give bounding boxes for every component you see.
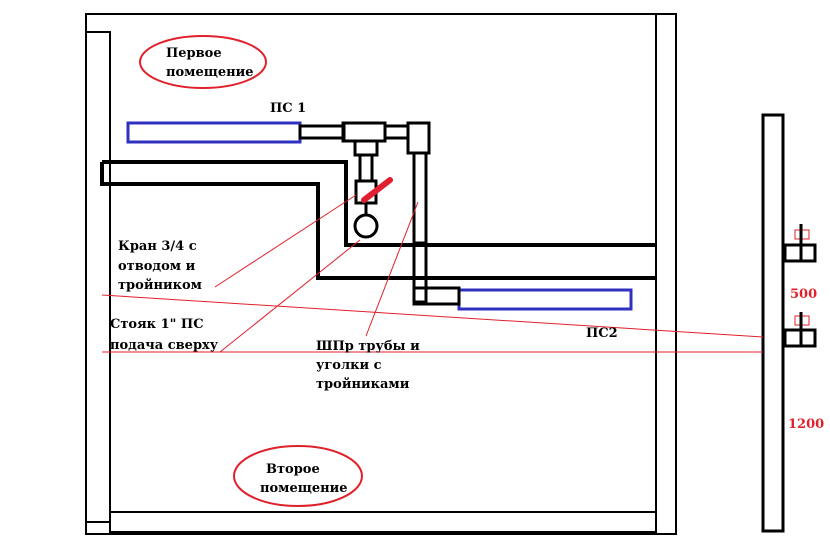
side-wall — [761, 113, 785, 533]
room1-label-line1: Первое — [166, 46, 222, 61]
valve-label-line3: тройником — [118, 278, 202, 293]
room1-label-line2: помещение — [166, 65, 254, 80]
valve-stub — [353, 139, 379, 157]
leader-valve-1 — [214, 194, 357, 288]
room2-label-line1: Второе — [266, 462, 320, 477]
riser-lower — [412, 276, 428, 304]
valve-outlet — [353, 213, 379, 239]
leader-riser — [219, 239, 361, 353]
valve-label-line2: отводом и — [118, 259, 196, 274]
slab-outline-lower — [100, 162, 656, 280]
tee-fitting — [341, 121, 387, 143]
outer-wall — [85, 13, 657, 535]
room-walls — [85, 13, 677, 535]
valve-neck — [358, 153, 374, 183]
right-wall — [655, 13, 677, 535]
leader-lines — [101, 194, 764, 353]
pipe-r1-stub — [298, 124, 346, 140]
elbow-top — [406, 121, 431, 155]
pipe-label-line1: ШПр трубы и — [316, 339, 420, 354]
pipe-to-riser — [383, 124, 410, 140]
pipe-label-line3: тройниками — [316, 377, 410, 392]
riser-through-slab — [412, 241, 428, 280]
elbow-bottom — [412, 286, 461, 306]
valve-handle — [361, 177, 393, 203]
riser-label-line1: Стояк 1" ПС — [110, 317, 204, 332]
room1-ellipse — [139, 35, 267, 89]
radiator-1 — [126, 121, 302, 144]
room2-ellipse — [233, 445, 363, 507]
dimension-upper: 500 — [790, 287, 817, 302]
radiator1-label: ПС 1 — [270, 101, 306, 116]
riser-pipe — [412, 151, 428, 245]
floor-slab — [109, 511, 657, 533]
left-wall-inner — [85, 31, 111, 523]
side-elevation — [761, 113, 817, 533]
radiator2-label: ПС2 — [586, 326, 618, 341]
leader-pipes — [365, 201, 419, 337]
slab-outline — [102, 160, 656, 247]
pipe-label-line2: уголки с — [316, 358, 382, 373]
riser-label-line2: подача сверху — [110, 338, 219, 353]
leader-valve-2 — [101, 294, 764, 338]
valve-label-line1: Кран 3/4 с — [118, 239, 197, 254]
dimension-lower: 1200 — [788, 417, 824, 432]
room2-label-line2: помещение — [260, 481, 348, 496]
piping — [298, 121, 461, 306]
floor-slab-between-rooms — [100, 160, 656, 280]
radiator-2 — [457, 288, 633, 311]
